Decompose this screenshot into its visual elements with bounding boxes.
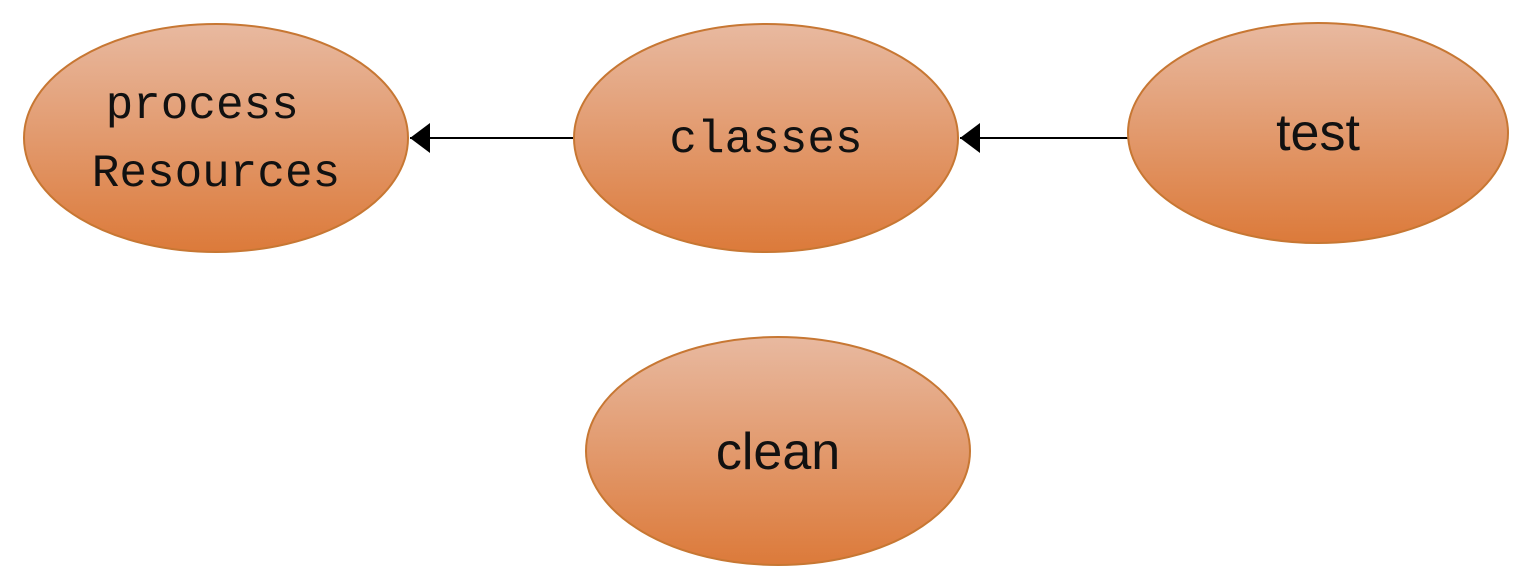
node-classes: classes (573, 23, 959, 253)
node-clean-label: clean (716, 423, 840, 481)
node-test-shape (1127, 22, 1509, 244)
node-process-resources-label-line1: process (106, 80, 299, 132)
node-classes-shape (573, 23, 959, 253)
node-test-label: test (1276, 104, 1360, 162)
node-process-resources-label-line2: Resources (92, 148, 340, 200)
node-clean-shape (585, 336, 971, 566)
node-test: test (1127, 22, 1509, 244)
node-clean: clean (585, 336, 971, 566)
node-process-resources-label: process Resources (92, 80, 340, 200)
node-process-resources-shape (23, 23, 409, 253)
node-classes-label: classes (669, 114, 862, 166)
node-process-resources: process Resources (23, 23, 409, 253)
